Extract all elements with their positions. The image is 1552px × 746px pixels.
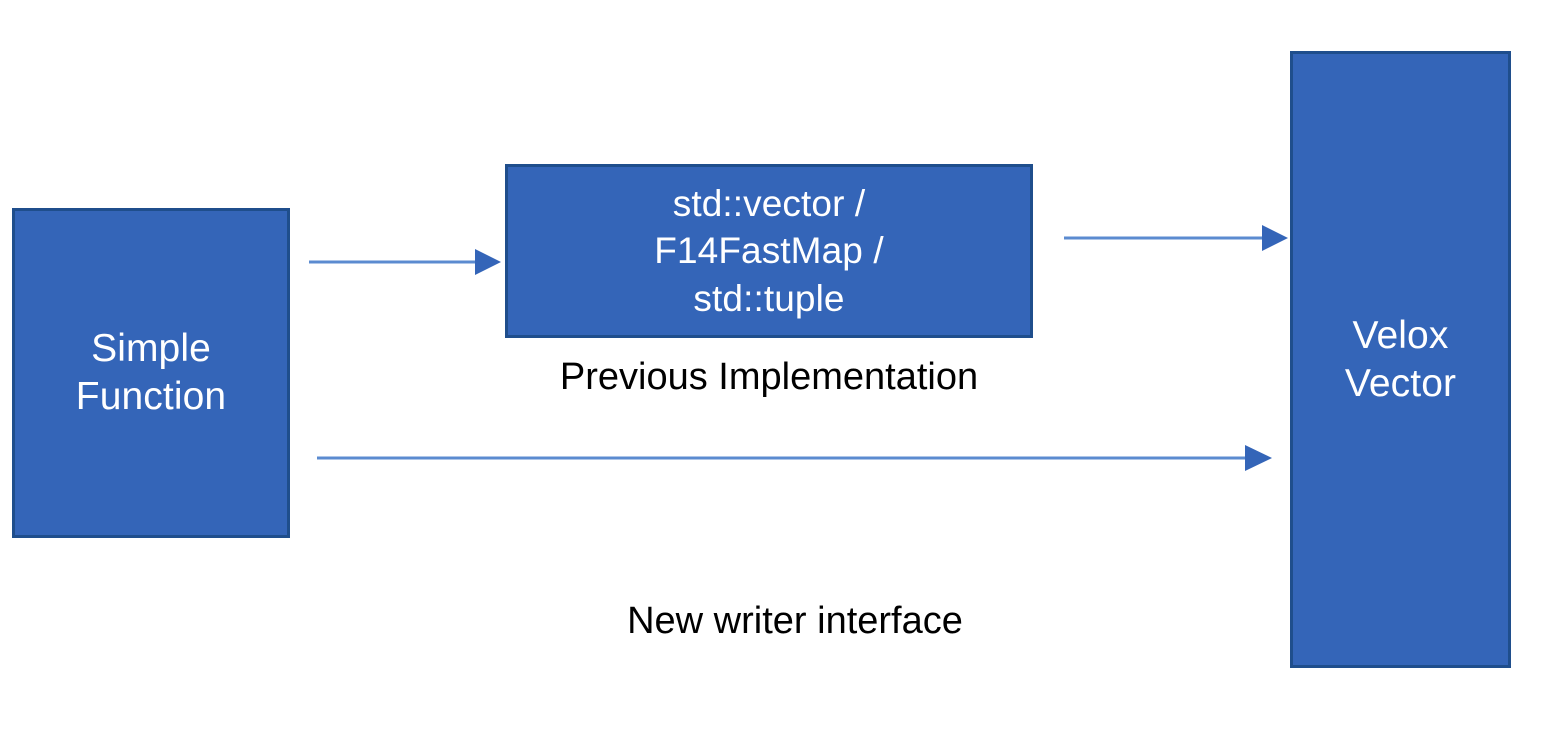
box-simple-function[interactable]: Simple Function <box>12 208 290 538</box>
box-previous-implementation-line-2: F14FastMap / <box>654 230 884 272</box>
arrow-simple-function-to-previous-implementation <box>309 249 501 275</box>
box-simple-function-line-1: Simple <box>91 327 211 371</box>
box-velox-vector-line-1: Velox <box>1352 313 1449 357</box>
caption-previous-implementation: Previous Implementation <box>559 356 979 398</box>
arrow-previous-implementation-to-velox-vector <box>1064 225 1288 251</box>
caption-new-writer-interface: New writer interface directly update the… <box>505 490 1085 746</box>
box-previous-implementation-line-1: std::vector / <box>672 182 866 224</box>
box-simple-function-line-2: Function <box>75 375 227 418</box>
box-previous-implementation-line-3: std::tuple <box>693 277 845 319</box>
box-previous-implementation[interactable]: std::vector / F14FastMap / std::tuple <box>505 164 1033 338</box>
box-velox-vector[interactable]: Velox Vector <box>1290 51 1511 668</box>
box-velox-vector-line-2: Vector <box>1344 361 1457 405</box>
caption-new-writer-line-1: New writer interface <box>627 599 963 642</box>
arrow-simple-function-to-velox-vector <box>317 445 1272 471</box>
